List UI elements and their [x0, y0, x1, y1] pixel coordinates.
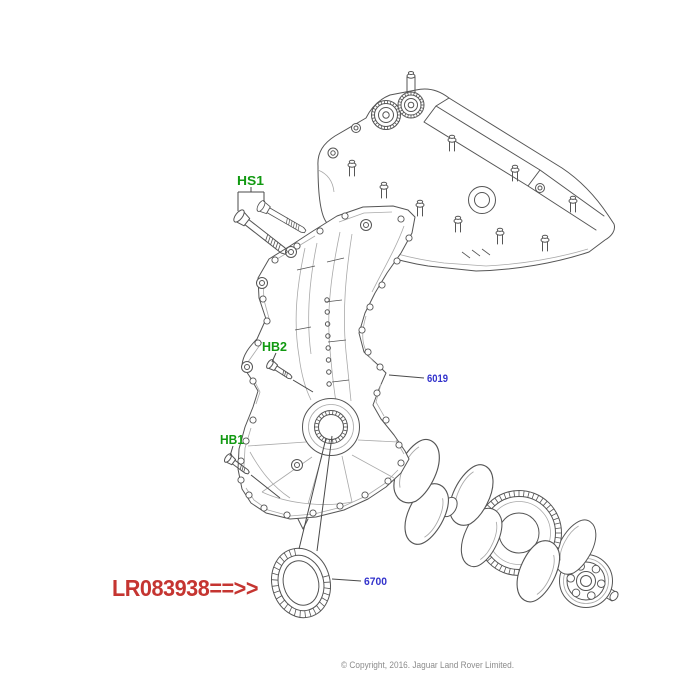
crankshaft-drawing: [374, 432, 619, 609]
part-6700-leader-line: [331, 578, 362, 582]
cam-sprockets-icon: [371, 71, 425, 130]
crank-seal-bore: [302, 398, 360, 456]
callout-hb1: HB1: [220, 432, 244, 447]
callout-hs1: HS1: [237, 173, 264, 188]
hb1-leader-line: [229, 445, 281, 499]
highlighted-part-number: LR083938==>>: [112, 575, 258, 601]
camshaft-cover-drawing: [317, 71, 615, 272]
crankshaft-seal-drawing: [271, 547, 331, 619]
copyright-notice: © Copyright, 2016. Jaguar Land Rover Lim…: [341, 660, 514, 671]
callout-part-6019: 6019: [427, 373, 448, 385]
callout-part-6700: 6700: [364, 576, 387, 588]
timing-cover-drawing: [237, 205, 416, 530]
hb2-leader-line: [271, 352, 314, 393]
seal-pointer-lines: [298, 435, 333, 552]
cover-bolt-holes: [237, 212, 413, 519]
timing-cover-outline: [237, 205, 416, 520]
hs1-bracket-line: [237, 187, 265, 211]
timing-chain-links: [324, 297, 332, 387]
callout-hb2: HB2: [262, 339, 287, 354]
part-6019-leader-line: [388, 374, 425, 379]
callout-leader-lines: [229, 187, 425, 582]
